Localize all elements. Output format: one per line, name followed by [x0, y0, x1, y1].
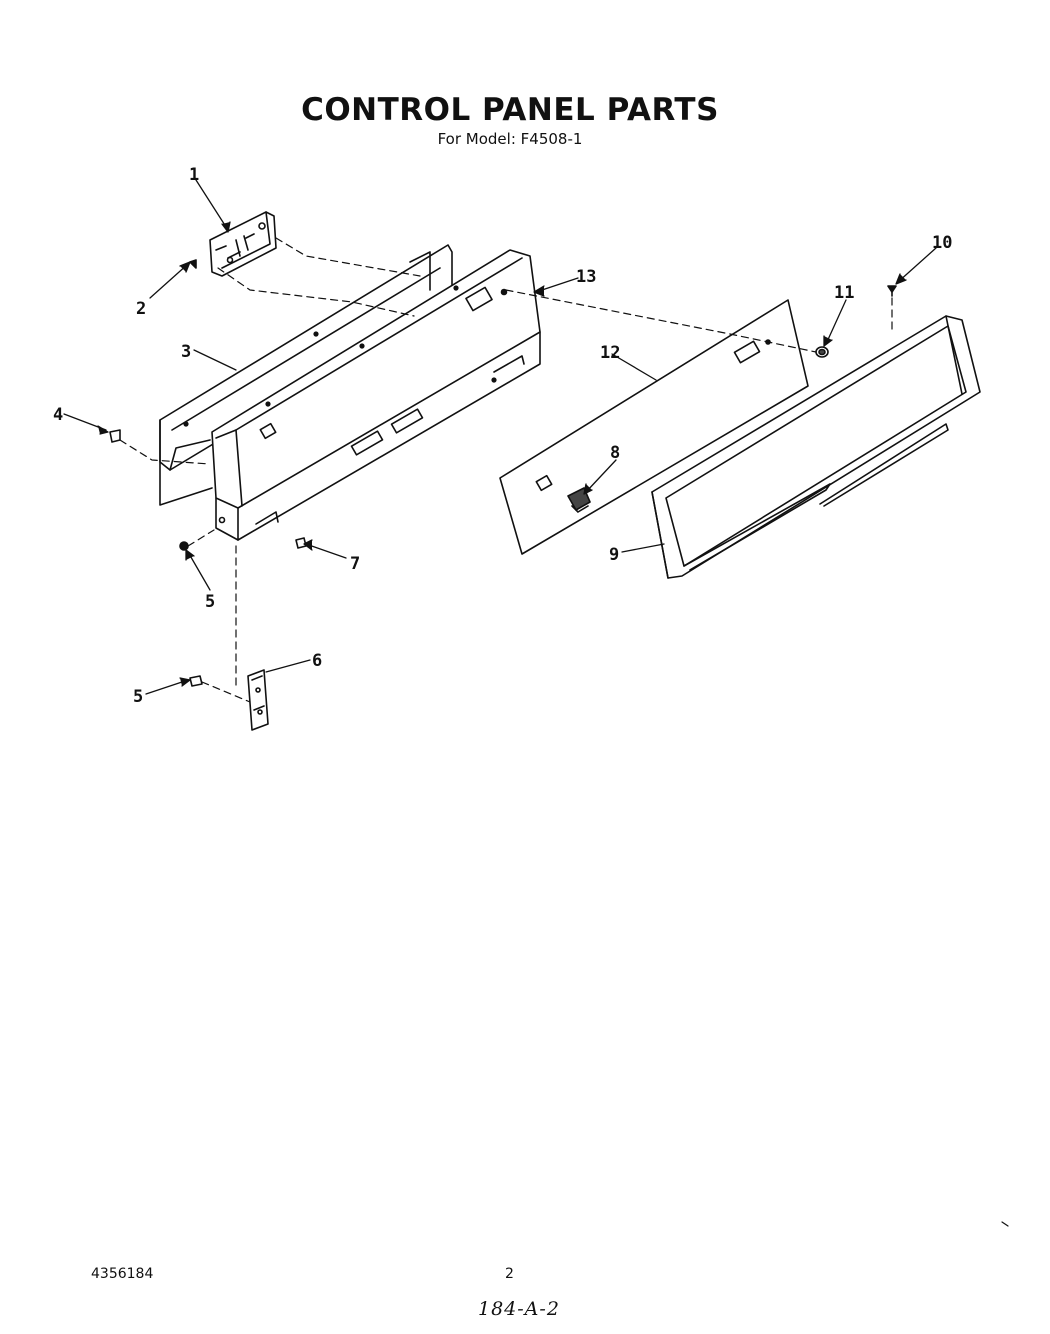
callout-13: 13	[576, 267, 596, 287]
part-10-screw	[887, 285, 897, 297]
part-2-screw	[189, 259, 197, 269]
callout-5-upper: 5	[205, 592, 215, 612]
callout-7: 7	[350, 554, 360, 574]
page-number: 2	[505, 1266, 514, 1282]
callout-11: 11	[834, 283, 854, 303]
page-title: CONTROL PANEL PARTS	[301, 92, 719, 128]
assembly-guide-lines	[119, 237, 893, 703]
callout-leader-lines	[63, 179, 937, 695]
callout-10: 10	[932, 233, 952, 253]
callout-3: 3	[181, 342, 191, 362]
callout-12: 12	[600, 343, 620, 363]
part-5-screw-lower	[189, 675, 203, 687]
part-5-screw-upper	[179, 541, 189, 551]
model-subtitle: For Model: F4508-1	[437, 130, 583, 148]
part-12-panel-overlay	[499, 299, 809, 555]
callout-2: 2	[136, 299, 146, 319]
callout-8: 8	[610, 443, 620, 463]
part-1-switch-bracket	[209, 211, 277, 277]
callout-4: 4	[53, 405, 63, 425]
handwritten-note: 184-A-2	[478, 1298, 560, 1320]
part-4-clip	[109, 429, 121, 443]
callout-6: 6	[312, 651, 322, 671]
part-7-screw	[295, 537, 307, 549]
callout-1: 1	[189, 165, 199, 185]
part-6-bracket	[247, 669, 269, 731]
part-11-bumper	[815, 346, 829, 358]
callout-9: 9	[609, 545, 619, 565]
callout-5-lower: 5	[133, 687, 143, 707]
part-13-control-panel-housing	[211, 249, 541, 541]
document-number: 4356184	[91, 1266, 154, 1282]
part-9-trim-frame	[651, 315, 981, 579]
margin-tick	[1001, 1221, 1009, 1227]
